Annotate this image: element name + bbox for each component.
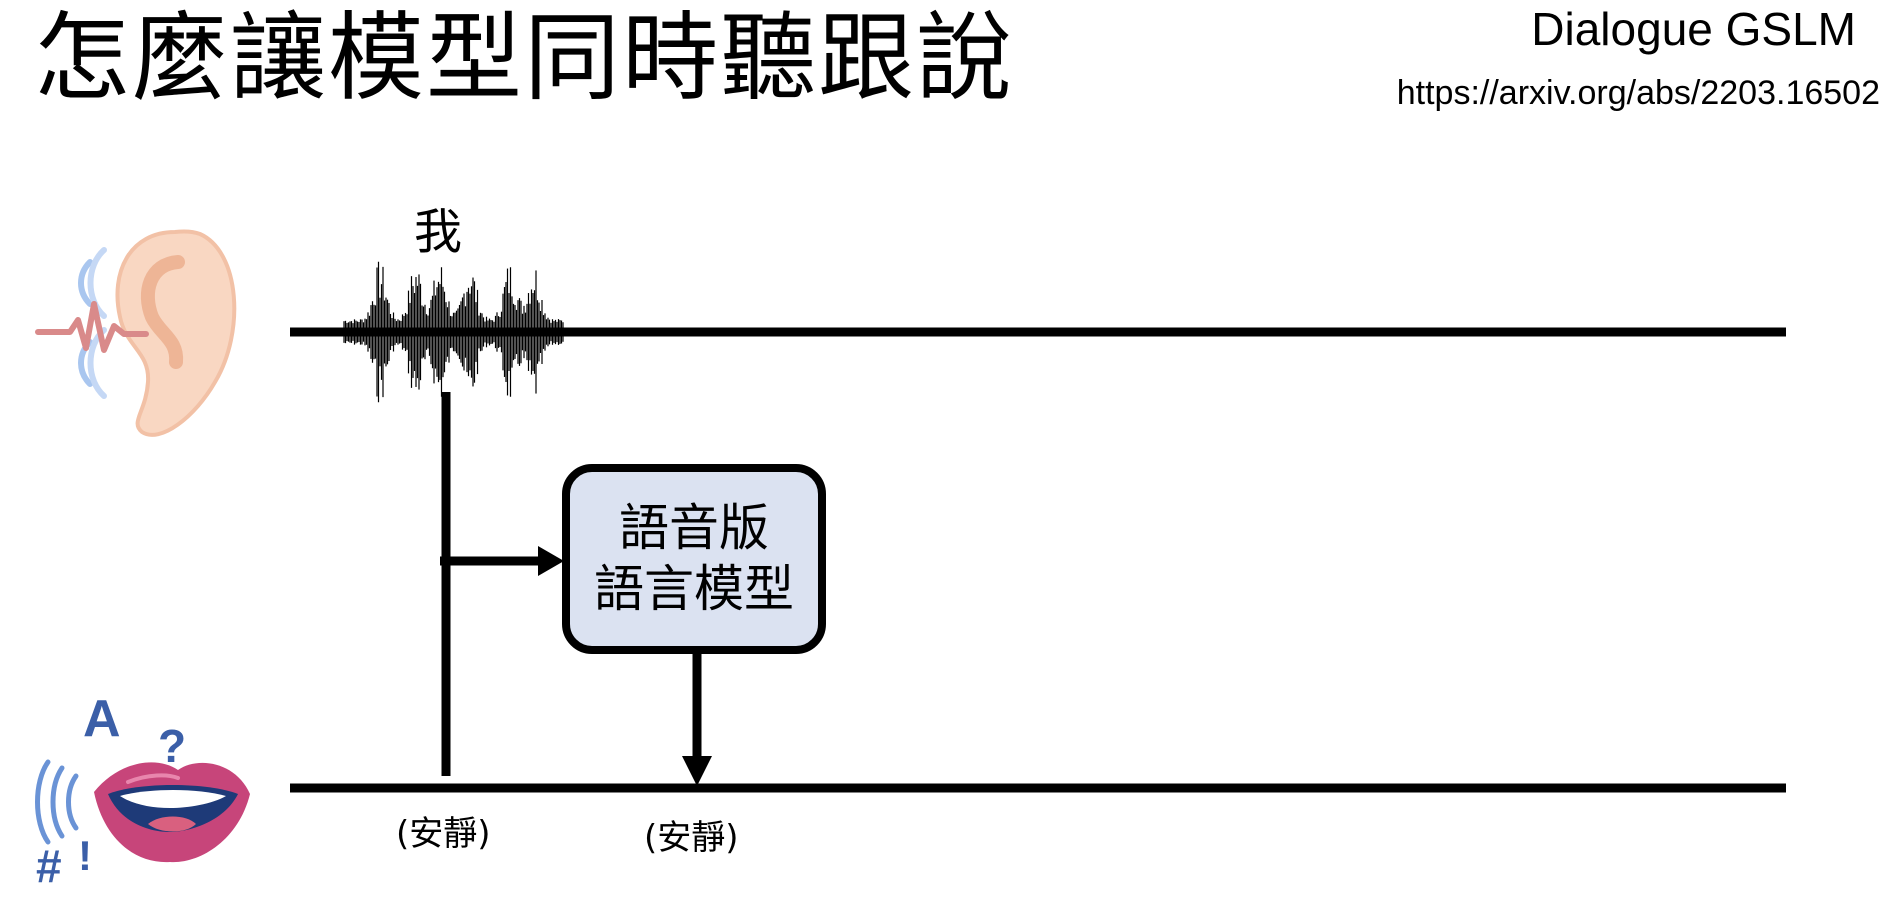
reference-title: Dialogue GSLM: [1531, 3, 1856, 55]
svg-text:?: ?: [158, 720, 186, 772]
audio-waveform: [343, 261, 564, 403]
svg-text:#: #: [36, 840, 62, 892]
svg-text:!: !: [78, 832, 92, 879]
ear-icon: [35, 229, 237, 437]
silence-label-2: (安靜): [644, 818, 739, 858]
reference-url[interactable]: https://arxiv.org/abs/2203.16502: [1396, 74, 1880, 112]
slide-title: 怎麼讓模型同時聽跟說: [34, 2, 1014, 114]
input-arrow-head: [538, 546, 564, 576]
mouth-icon: A ? # !: [35, 690, 250, 892]
model-box-line-2: 語言模型: [594, 560, 794, 618]
output-arrow-head: [682, 756, 712, 786]
spoken-language-model-box: 語音版 語言模型: [562, 464, 826, 654]
silence-label-1: (安靜): [396, 814, 491, 854]
svg-text:A: A: [83, 690, 121, 748]
heard-word-label: 我: [414, 204, 463, 260]
model-box-line-1: 語音版: [619, 499, 769, 557]
